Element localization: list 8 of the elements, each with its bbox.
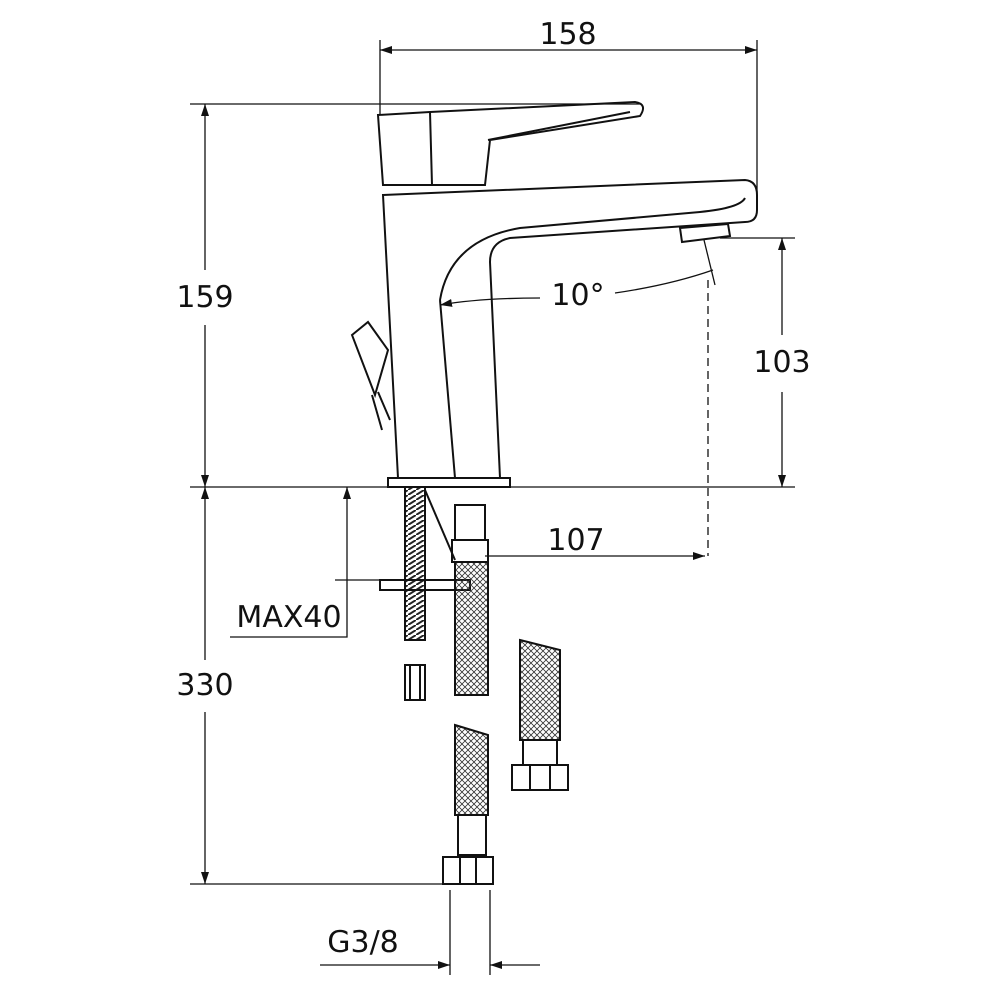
dimension-label: 103 (753, 348, 811, 378)
dimension-label: 107 (547, 526, 605, 556)
dimension-label: 158 (539, 20, 597, 50)
thread-size-label: G3/8 (327, 928, 399, 958)
dimension-label: 330 (176, 671, 234, 701)
dimension-label: MAX40 (236, 603, 342, 633)
dimension-label: 159 (176, 283, 234, 313)
angle-label: 10° (551, 281, 605, 311)
